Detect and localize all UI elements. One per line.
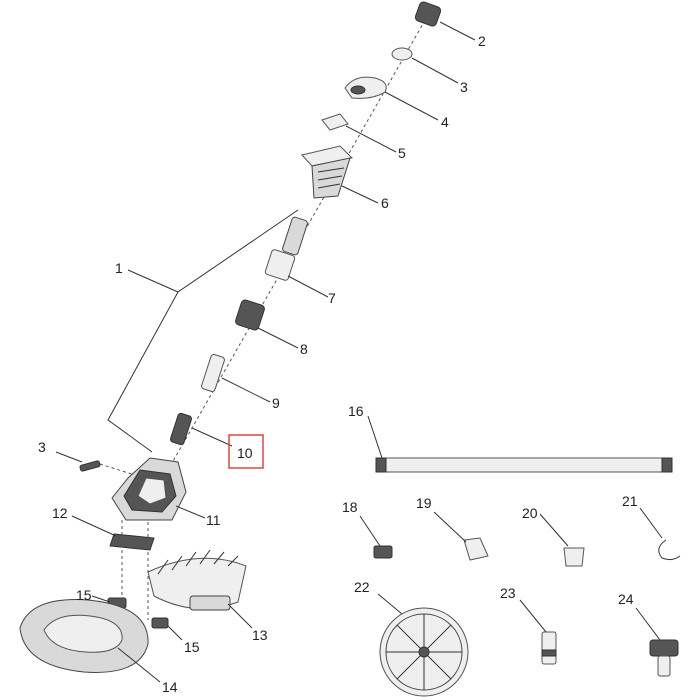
leader-22 xyxy=(377,593,403,615)
leader-14 xyxy=(117,647,161,683)
callout-9: 9 xyxy=(272,395,280,411)
leader-13 xyxy=(227,603,253,629)
leader-18 xyxy=(359,515,381,547)
callout-24: 24 xyxy=(618,591,634,607)
callout-2: 2 xyxy=(478,33,486,49)
callout-4: 4 xyxy=(441,114,449,130)
callout-22: 22 xyxy=(354,579,370,595)
callout-13: 13 xyxy=(252,627,268,643)
part-22 xyxy=(377,593,469,697)
part-13 xyxy=(147,549,253,629)
part-23 xyxy=(519,599,557,665)
part-8 xyxy=(235,299,299,349)
leader-15-right xyxy=(167,625,183,641)
part-10 xyxy=(169,412,233,447)
leader-5 xyxy=(345,125,397,153)
callout-5: 5 xyxy=(398,145,406,161)
callout-18: 18 xyxy=(342,499,358,515)
callout-6: 6 xyxy=(381,195,389,211)
part-3-top xyxy=(391,47,459,84)
leader-16 xyxy=(367,415,383,459)
leader-24 xyxy=(635,607,661,641)
leader-2 xyxy=(439,21,476,41)
leader-4 xyxy=(384,91,439,121)
part-5 xyxy=(321,113,397,153)
part-19 xyxy=(433,511,489,561)
part-11 xyxy=(111,457,206,521)
part-24 xyxy=(635,607,679,677)
leader-1 xyxy=(127,269,179,293)
leader-7 xyxy=(287,275,329,298)
part-9 xyxy=(201,353,271,403)
leader-6 xyxy=(341,185,379,204)
callout-7: 7 xyxy=(328,290,336,306)
part-7 xyxy=(264,216,329,298)
leader-15-left xyxy=(91,595,111,603)
main-assembly xyxy=(19,1,476,683)
leader-3-bottom xyxy=(55,451,83,463)
part-3-bottom xyxy=(55,451,139,477)
part-12 xyxy=(71,515,155,620)
part-6 xyxy=(301,145,379,204)
leader-8 xyxy=(257,327,299,349)
callout-3-bottom: 3 xyxy=(38,439,46,455)
callout-3-top: 3 xyxy=(460,79,468,95)
leader-3-top xyxy=(411,57,459,84)
leader-20 xyxy=(539,513,569,547)
leader-12 xyxy=(71,515,117,537)
callout-21: 21 xyxy=(622,493,638,509)
part-2 xyxy=(414,1,476,41)
callout-15-right: 15 xyxy=(184,639,200,655)
part-21 xyxy=(639,507,681,561)
part-16 xyxy=(367,415,673,473)
callout-10: 10 xyxy=(237,445,253,461)
callout-8: 8 xyxy=(300,341,308,357)
callout-1: 1 xyxy=(115,260,123,276)
part-20 xyxy=(539,513,585,567)
highlight-box-10 xyxy=(228,434,264,469)
part-18 xyxy=(359,515,393,559)
callout-12: 12 xyxy=(52,505,68,521)
part-4 xyxy=(344,76,439,121)
callout-19: 19 xyxy=(416,495,432,511)
callout-20: 20 xyxy=(522,505,538,521)
callout-15-left: 15 xyxy=(76,587,92,603)
callout-14: 14 xyxy=(162,679,178,695)
leader-10 xyxy=(191,427,233,447)
leader-9 xyxy=(221,377,271,403)
leader-23 xyxy=(519,599,547,633)
leader-11 xyxy=(175,505,206,519)
callout-16: 16 xyxy=(348,403,364,419)
part-14 xyxy=(19,599,161,683)
part-15-right xyxy=(151,617,183,641)
leader-19 xyxy=(433,511,467,543)
callout-11: 11 xyxy=(206,512,221,528)
leader-21 xyxy=(639,507,663,539)
callout-23: 23 xyxy=(500,585,516,601)
bracket-1 xyxy=(107,209,299,453)
